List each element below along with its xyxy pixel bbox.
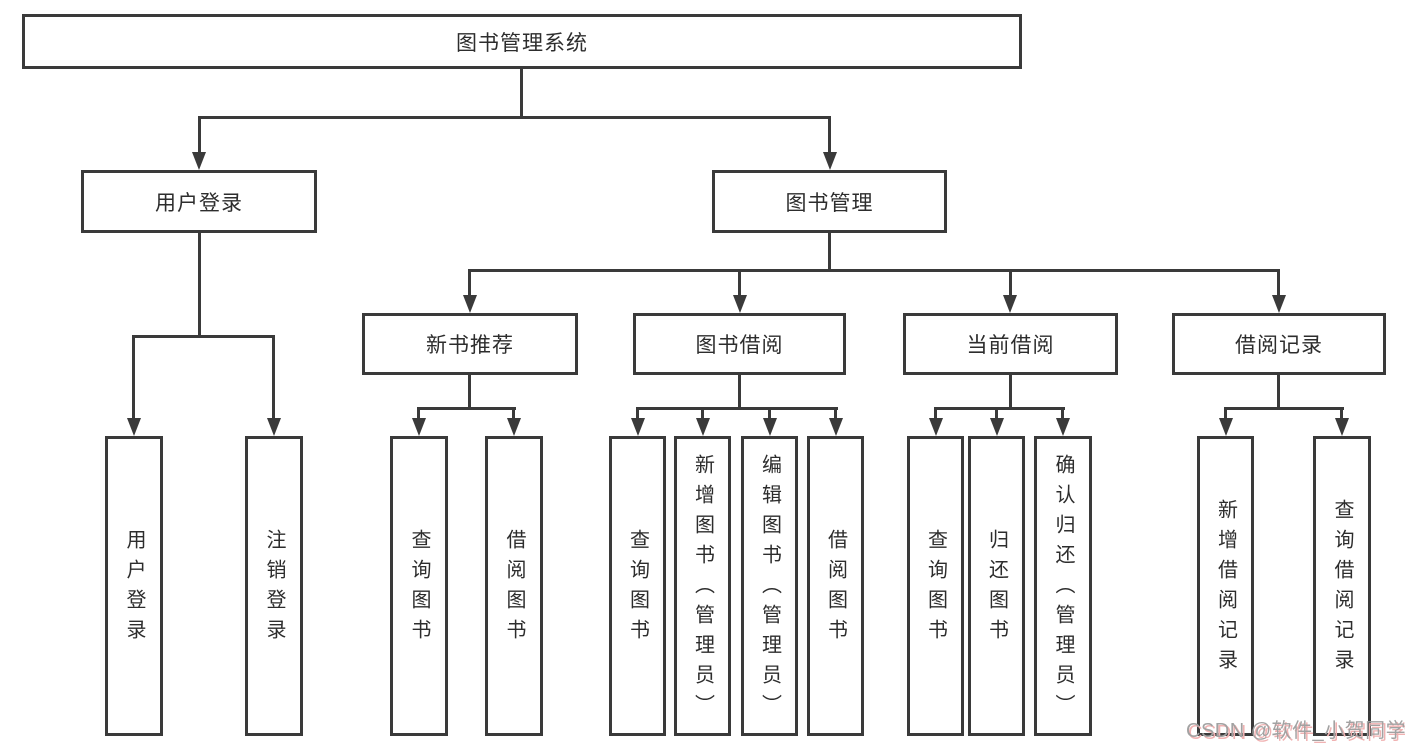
connector-arrow-down <box>763 418 777 436</box>
connector-arrow-down <box>1056 418 1070 436</box>
node-leaf-borrow-books-recommend: 借阅图书 <box>485 436 543 736</box>
connector-line <box>738 375 741 408</box>
connector-arrow-down <box>192 152 206 170</box>
connector-line <box>636 407 838 410</box>
connector-line <box>636 407 639 418</box>
connector-line <box>468 269 1280 272</box>
connector-arrow-down <box>463 295 477 313</box>
connector-line <box>132 335 275 338</box>
node-leaf-logout: 注销登录 <box>245 436 303 736</box>
connector-line <box>1277 269 1280 295</box>
connector-line <box>995 407 998 418</box>
connector-line <box>417 407 420 418</box>
node-leaf-borrow-books-borrowing: 借阅图书 <box>807 436 864 736</box>
node-leaf-add-books-admin: 新增图书（管理员） <box>674 436 731 736</box>
node-leaf-query-books-borrowing: 查询图书 <box>609 436 666 736</box>
connector-line <box>828 116 831 152</box>
connector-line <box>198 116 201 152</box>
node-leaf-edit-books-admin: 编辑图书（管理员） <box>741 436 798 736</box>
connector-arrow-down <box>1335 418 1349 436</box>
connector-line <box>417 407 516 410</box>
connector-line <box>468 375 471 408</box>
connector-arrow-down <box>696 418 710 436</box>
connector-line <box>828 233 831 270</box>
node-leaf-confirm-return-admin: 确认归还（管理员） <box>1034 436 1092 736</box>
connector-arrow-down <box>733 295 747 313</box>
connector-arrow-down <box>507 418 521 436</box>
connector-line <box>934 407 937 418</box>
connector-line <box>738 269 741 295</box>
connector-line <box>934 407 1065 410</box>
connector-arrow-down <box>929 418 943 436</box>
node-leaf-add-borrow-record: 新增借阅记录 <box>1197 436 1254 736</box>
connector-line <box>272 335 275 418</box>
node-leaf-query-books-current: 查询图书 <box>907 436 964 736</box>
connector-line <box>1224 407 1227 418</box>
node-book-borrowing: 图书借阅 <box>633 313 846 375</box>
connector-line <box>1277 375 1280 408</box>
connector-arrow-down <box>829 418 843 436</box>
node-leaf-query-borrow-record: 查询借阅记录 <box>1313 436 1371 736</box>
connector-line <box>701 407 704 418</box>
connector-arrow-down <box>823 152 837 170</box>
node-current-borrowing: 当前借阅 <box>903 313 1118 375</box>
connector-arrow-down <box>127 418 141 436</box>
node-new-book-recommendation: 新书推荐 <box>362 313 578 375</box>
node-leaf-query-books-recommend: 查询图书 <box>390 436 448 736</box>
connector-arrow-down <box>1003 295 1017 313</box>
node-book-management: 图书管理 <box>712 170 947 233</box>
node-library-management-system: 图书管理系统 <box>22 14 1022 69</box>
connector-line <box>520 69 523 117</box>
connector-line <box>834 407 837 418</box>
connector-arrow-down <box>990 418 1004 436</box>
csdn-watermark: CSDN @软件_小贺同学 <box>1186 720 1405 742</box>
connector-line <box>768 407 771 418</box>
connector-arrow-down <box>1272 295 1286 313</box>
connector-line <box>198 233 201 336</box>
connector-arrow-down <box>267 418 281 436</box>
connector-line <box>1061 407 1064 418</box>
connector-arrow-down <box>631 418 645 436</box>
node-borrowing-records: 借阅记录 <box>1172 313 1386 375</box>
connector-line <box>512 407 515 418</box>
connector-line <box>468 269 471 295</box>
connector-line <box>1009 375 1012 408</box>
connector-line <box>132 335 135 418</box>
connector-line <box>1340 407 1343 418</box>
connector-line <box>1009 269 1012 295</box>
node-leaf-user-login: 用户登录 <box>105 436 163 736</box>
connector-line <box>198 116 831 119</box>
connector-arrow-down <box>1219 418 1233 436</box>
connector-line <box>1224 407 1344 410</box>
node-user-login: 用户登录 <box>81 170 317 233</box>
connector-arrow-down <box>412 418 426 436</box>
node-leaf-return-books: 归还图书 <box>968 436 1025 736</box>
